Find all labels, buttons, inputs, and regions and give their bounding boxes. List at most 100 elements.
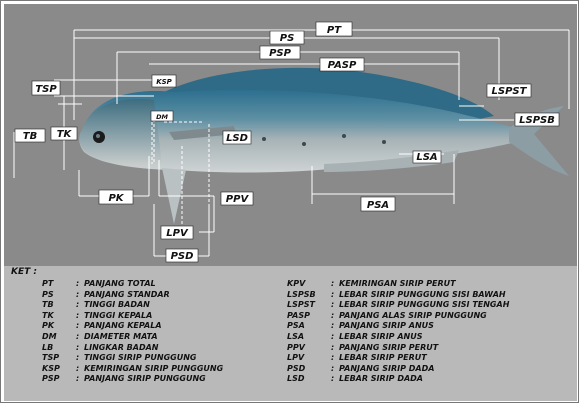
legend-sep: : bbox=[76, 374, 84, 385]
svg-text:PK: PK bbox=[108, 193, 124, 204]
legend-desc: LEBAR SIRIP DADA bbox=[339, 374, 423, 383]
label-dm: DM bbox=[151, 111, 173, 121]
legend-column-right: KPV:KEMIRINGAN SIRIP PERUT LSPSB:LEBAR S… bbox=[287, 279, 509, 385]
label-ppv: PPV bbox=[221, 192, 253, 205]
legend-sep: : bbox=[76, 364, 84, 375]
legend-sep: : bbox=[331, 353, 339, 364]
legend-abbr: PS bbox=[42, 290, 76, 301]
legend-sep: : bbox=[331, 332, 339, 343]
legend-abbr: DM bbox=[42, 332, 76, 343]
legend-desc: PANJANG STANDAR bbox=[84, 290, 170, 299]
legend-sep: : bbox=[331, 300, 339, 311]
legend-abbr: LPV bbox=[287, 353, 331, 364]
legend-row: KSP:KEMIRINGAN SIRIP PUNGGUNG bbox=[42, 364, 223, 375]
svg-text:KSP: KSP bbox=[156, 78, 172, 86]
svg-text:PSD: PSD bbox=[171, 251, 194, 262]
legend-row: TSP:TINGGI SIRIP PUNGGUNG bbox=[42, 353, 223, 364]
label-lspst: LSPST bbox=[487, 84, 531, 97]
label-pk: PK bbox=[99, 190, 133, 204]
legend-abbr: KSP bbox=[42, 364, 76, 375]
legend-row: PSP:PANJANG SIRIP PUNGGUNG bbox=[42, 374, 223, 385]
legend-desc: PANJANG KEPALA bbox=[84, 321, 162, 330]
legend-abbr: PSP bbox=[42, 374, 76, 385]
svg-text:LSPSB: LSPSB bbox=[519, 115, 555, 126]
legend-desc: LINGKAR BADAN bbox=[84, 343, 159, 352]
legend-desc: PANJANG TOTAL bbox=[84, 279, 156, 288]
legend-sep: : bbox=[76, 353, 84, 364]
legend-desc: TINGGI BADAN bbox=[84, 300, 150, 309]
legend-desc: TINGGI KEPALA bbox=[84, 311, 152, 320]
label-psp: PSP bbox=[260, 46, 300, 59]
label-tb: TB bbox=[15, 129, 45, 142]
legend-abbr: TB bbox=[42, 300, 76, 311]
svg-text:TB: TB bbox=[23, 131, 37, 142]
legend-desc: LEBAR SIRIP PUNGGUNG SISI TENGAH bbox=[339, 300, 509, 309]
legend-sep: : bbox=[331, 374, 339, 385]
label-lsd: LSD bbox=[223, 131, 251, 144]
legend-sep: : bbox=[76, 321, 84, 332]
svg-text:PASP: PASP bbox=[328, 60, 357, 71]
legend-abbr: PPV bbox=[287, 343, 331, 354]
legend-row: LSD:LEBAR SIRIP DADA bbox=[287, 374, 509, 385]
legend-abbr: KPV bbox=[287, 279, 331, 290]
legend-row: LSPSB:LEBAR SIRIP PUNGGUNG SISI BAWAH bbox=[287, 290, 509, 301]
legend-sep: : bbox=[76, 290, 84, 301]
legend-desc: KEMIRINGAN SIRIP PUNGGUNG bbox=[84, 364, 223, 373]
legend-row: KPV:KEMIRINGAN SIRIP PERUT bbox=[287, 279, 509, 290]
legend-sep: : bbox=[331, 343, 339, 354]
legend-row: TK:TINGGI KEPALA bbox=[42, 311, 223, 322]
legend-sep: : bbox=[331, 279, 339, 290]
legend-sep: : bbox=[76, 332, 84, 343]
legend-abbr: PT bbox=[42, 279, 76, 290]
svg-text:PSA: PSA bbox=[367, 200, 389, 211]
legend-desc: TINGGI SIRIP PUNGGUNG bbox=[84, 353, 197, 362]
legend-row: PK:PANJANG KEPALA bbox=[42, 321, 223, 332]
legend-row: LSA:LEBAR SIRIP ANUS bbox=[287, 332, 509, 343]
legend-sep: : bbox=[331, 321, 339, 332]
legend-row: LPV:LEBAR SIRIP PERUT bbox=[287, 353, 509, 364]
legend-abbr: LSA bbox=[287, 332, 331, 343]
svg-text:LSD: LSD bbox=[226, 133, 248, 144]
legend-abbr: LSPSB bbox=[287, 290, 331, 301]
legend-sep: : bbox=[331, 290, 339, 301]
legend-row: PASP:PANJANG ALAS SIRIP PUNGGUNG bbox=[287, 311, 509, 322]
svg-text:PPV: PPV bbox=[226, 194, 250, 205]
label-tsp: TSP bbox=[32, 81, 60, 95]
legend-abbr: LSD bbox=[287, 374, 331, 385]
label-ksp: KSP bbox=[152, 75, 176, 87]
legend-title: KET : bbox=[11, 267, 37, 277]
legend-sep: : bbox=[76, 300, 84, 311]
legend-row: PT:PANJANG TOTAL bbox=[42, 279, 223, 290]
svg-text:PS: PS bbox=[280, 33, 295, 44]
legend-desc: PANJANG SIRIP DADA bbox=[339, 364, 434, 373]
legend-desc: PANJANG ALAS SIRIP PUNGGUNG bbox=[339, 311, 487, 320]
legend-row: TB:TINGGI BADAN bbox=[42, 300, 223, 311]
fish-measurement-diagram: PT PS PSP PASP TSP KSP TB TK DM LSD LSPS… bbox=[4, 4, 577, 266]
label-tk: TK bbox=[51, 127, 77, 140]
svg-text:TK: TK bbox=[57, 129, 73, 140]
svg-text:PT: PT bbox=[327, 25, 342, 36]
svg-text:DM: DM bbox=[156, 113, 168, 121]
legend-desc: PANJANG SIRIP ANUS bbox=[339, 321, 434, 330]
legend-abbr: TSP bbox=[42, 353, 76, 364]
legend-abbr: LSPST bbox=[287, 300, 331, 311]
legend-row: PSA:PANJANG SIRIP ANUS bbox=[287, 321, 509, 332]
legend-column-left: PT:PANJANG TOTAL PS:PANJANG STANDAR TB:T… bbox=[42, 279, 223, 385]
legend-row: LSPST:LEBAR SIRIP PUNGGUNG SISI TENGAH bbox=[287, 300, 509, 311]
legend-desc: DIAMETER MATA bbox=[84, 332, 158, 341]
legend-desc: LEBAR SIRIP PERUT bbox=[339, 353, 427, 362]
label-lsa: LSA bbox=[413, 151, 441, 163]
legend-abbr: PSA bbox=[287, 321, 331, 332]
legend-row: PS:PANJANG STANDAR bbox=[42, 290, 223, 301]
legend-row: DM:DIAMETER MATA bbox=[42, 332, 223, 343]
legend-sep: : bbox=[76, 279, 84, 290]
legend-sep: : bbox=[76, 311, 84, 322]
legend-abbr: TK bbox=[42, 311, 76, 322]
legend-panel: KET : PT:PANJANG TOTAL PS:PANJANG STANDA… bbox=[4, 266, 577, 401]
svg-text:LSPST: LSPST bbox=[492, 86, 528, 97]
label-psa: PSA bbox=[361, 197, 395, 211]
label-psd: PSD bbox=[166, 249, 198, 262]
legend-abbr: PSD bbox=[287, 364, 331, 375]
legend-row: LB:LINGKAR BADAN bbox=[42, 343, 223, 354]
